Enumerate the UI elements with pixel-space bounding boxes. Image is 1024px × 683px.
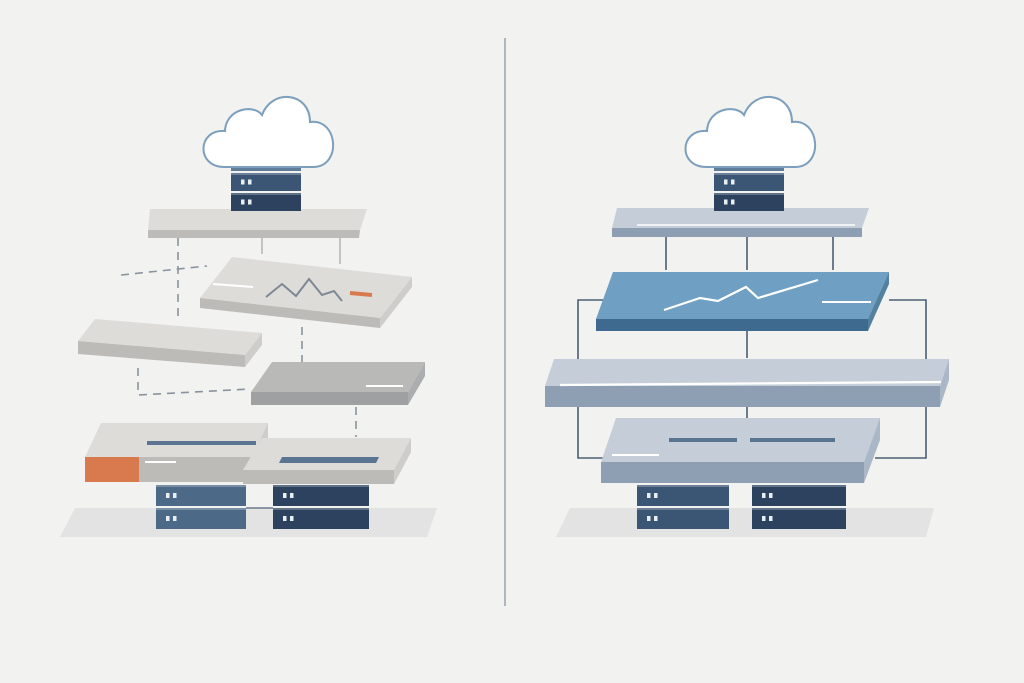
server-led (724, 179, 728, 185)
right-chart-slab (596, 272, 889, 331)
server-unit (752, 485, 846, 506)
server-led (731, 199, 735, 205)
server-led (762, 516, 766, 521)
server-led (731, 179, 735, 185)
server-unit (231, 173, 301, 191)
left-middle-slab (78, 319, 262, 367)
left-chart-slab (200, 257, 412, 328)
right-bottom-slab (601, 418, 880, 483)
server-unit (714, 173, 784, 191)
server-unit (637, 485, 729, 506)
server-led (654, 516, 658, 521)
left-dashed-connectors (120, 238, 357, 437)
server-led (654, 493, 658, 498)
server-unit (231, 193, 301, 211)
right-ground-shadow (556, 508, 934, 537)
right-server-racks (637, 485, 846, 529)
dashed-connector (137, 368, 251, 396)
right-sparkline (663, 278, 819, 312)
server-led (241, 199, 245, 205)
server-led (173, 516, 177, 521)
server-unit (637, 508, 729, 529)
server-led (166, 516, 170, 521)
server-unit (752, 508, 846, 529)
server-unit (156, 508, 246, 529)
server-led (241, 179, 245, 185)
server-led (173, 493, 177, 498)
server-led (248, 179, 252, 185)
server-led (769, 516, 773, 521)
slab-highlight-line (559, 380, 942, 387)
server-led (283, 516, 287, 521)
left-solid-connectors (261, 238, 341, 264)
server-led (166, 493, 170, 498)
server-led (290, 493, 294, 498)
server-led (283, 493, 287, 498)
right-cloud-server-stack (714, 153, 784, 211)
server-led (647, 516, 651, 521)
server-led (248, 199, 252, 205)
right-cloud-icon (684, 96, 817, 168)
server-unit (714, 193, 784, 211)
server-unit (273, 485, 369, 506)
left-bottom-slab-a (85, 423, 268, 482)
left-top-platform (148, 209, 367, 238)
dashed-connector (120, 265, 208, 276)
server-unit (273, 508, 369, 529)
slab-blue-bar (279, 457, 379, 463)
orange-status-mark (349, 291, 373, 297)
server-led (290, 516, 294, 521)
left-ground-shadow (60, 508, 437, 537)
right-panel-unified (545, 96, 949, 537)
left-cloud-icon (202, 96, 335, 168)
left-bottom-slab-b (243, 438, 411, 484)
server-led (724, 199, 728, 205)
server-led (769, 493, 773, 498)
left-server-racks (156, 485, 369, 529)
server-led (647, 493, 651, 498)
server-led (762, 493, 766, 498)
left-dark-slab (251, 362, 425, 405)
slab-highlight-line (212, 283, 254, 288)
right-top-platform (612, 208, 869, 237)
orange-highlight-block (85, 457, 139, 482)
right-wide-slab (545, 359, 949, 407)
left-panel-fragmented (60, 96, 437, 537)
server-unit (156, 485, 246, 506)
left-sparkline (265, 277, 343, 302)
